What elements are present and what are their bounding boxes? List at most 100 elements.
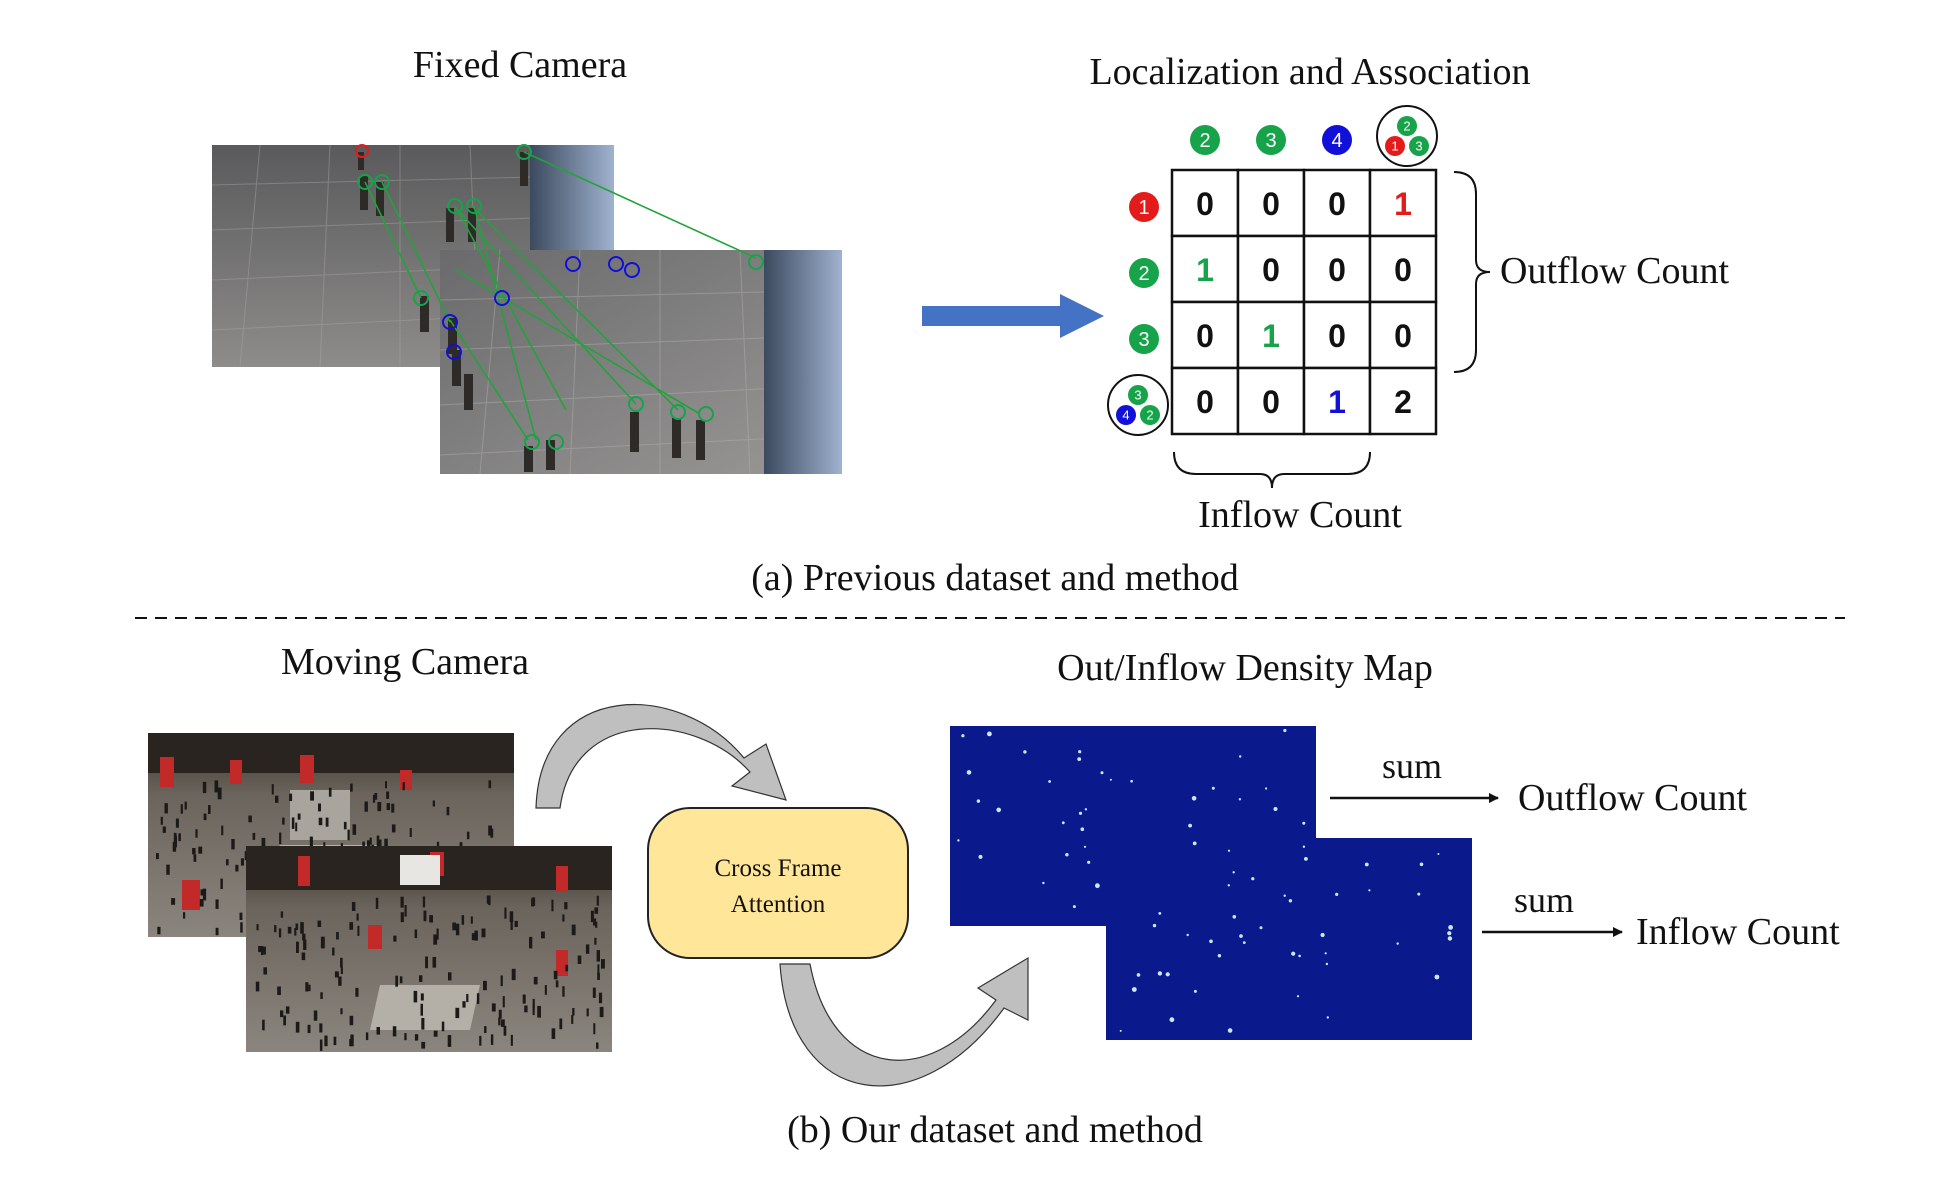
density-point: [1302, 821, 1306, 825]
density-point: [1396, 942, 1399, 945]
crowd-person: [296, 941, 299, 953]
density-point: [1095, 883, 1100, 889]
crowd-person: [214, 780, 219, 793]
matrix-cell: [1368, 168, 1438, 238]
crowd-person: [490, 1034, 494, 1045]
crowd-person: [510, 919, 513, 930]
crowd-person: [414, 929, 418, 939]
crowd-person: [310, 791, 314, 801]
crowd-person: [585, 944, 590, 954]
matrix-cell: [1302, 168, 1372, 238]
crowd-person: [271, 784, 274, 795]
crowd-person: [365, 1032, 369, 1041]
moving-camera-title: Moving Camera: [281, 641, 529, 683]
crowd-person: [350, 783, 353, 792]
crowd-person: [279, 832, 282, 845]
crowd-person: [479, 1035, 482, 1046]
crowd-person: [255, 981, 260, 992]
crowd-person: [572, 1008, 575, 1016]
density-point: [1239, 934, 1243, 938]
density-point: [1368, 889, 1371, 892]
crowd-person: [598, 992, 603, 1004]
crowd-person: [356, 913, 359, 921]
crowd-person: [592, 987, 596, 998]
matrix-cell-value: 0: [1196, 384, 1214, 420]
density-point: [1283, 728, 1287, 733]
density-point: [1083, 845, 1087, 848]
matrix-cell-value: 1: [1328, 384, 1346, 420]
crowd-person: [291, 817, 295, 829]
crowd-person: [393, 935, 397, 942]
crowd-person: [320, 992, 323, 999]
crowd-person: [164, 803, 168, 814]
matrix-inflow-label: Inflow Count: [1198, 494, 1402, 536]
density-point: [1188, 823, 1192, 828]
crowd-person: [208, 805, 211, 814]
crowd-person: [436, 928, 439, 940]
crowd-person: [319, 1023, 323, 1033]
crowd-person: [474, 930, 478, 941]
crowd-person: [599, 1006, 604, 1018]
crowd-person: [195, 829, 198, 838]
id-badge-icon: [1190, 125, 1220, 155]
id-badge-icon: [1140, 405, 1160, 425]
crowd-person: [441, 1021, 445, 1032]
crowd-person: [340, 967, 343, 975]
density-point: [1304, 857, 1308, 861]
crowd-person: [280, 1010, 284, 1018]
crowd-person: [215, 899, 219, 909]
crowd-person: [421, 1041, 426, 1049]
density-point: [1447, 936, 1453, 941]
crowd-person: [203, 813, 207, 821]
density-point: [1242, 941, 1246, 944]
crowd-person: [193, 854, 197, 862]
crowd-person: [319, 1039, 323, 1051]
crowd-person: [217, 787, 222, 800]
crowd-person: [261, 837, 266, 848]
crowd-person: [420, 993, 424, 1001]
crowd-person: [391, 824, 396, 833]
curved-arrow-top-icon: [535, 704, 787, 809]
crowd-person: [586, 1008, 589, 1017]
crowd-person: [173, 832, 177, 845]
matrix-cell: [1236, 300, 1306, 370]
crowd-person: [260, 946, 264, 956]
crowd-person: [531, 897, 536, 906]
density-point: [1080, 827, 1085, 831]
density-point: [1238, 798, 1242, 801]
id-badge-icon: [1129, 258, 1159, 288]
matrix-cell: [1368, 300, 1438, 370]
id-badge-label: 3: [1134, 388, 1141, 403]
top-caption: (a) Previous dataset and method: [751, 557, 1239, 599]
localization-association-title: Localization and Association: [1089, 51, 1530, 93]
crowd-person: [220, 878, 223, 889]
matrix-outflow-label: Outflow Count: [1500, 250, 1730, 292]
matrix-cell-value: 0: [1262, 384, 1280, 420]
density-point: [1320, 932, 1325, 938]
density-point: [976, 799, 981, 803]
crowd-person: [500, 1019, 505, 1027]
matrix-cell-value: 0: [1262, 186, 1280, 222]
crowd-person: [215, 927, 219, 936]
density-point: [1283, 894, 1286, 897]
crowd-person: [593, 918, 597, 926]
crowd-person: [565, 964, 569, 972]
density-point: [1298, 954, 1301, 958]
crowd-person: [384, 838, 388, 850]
crowd-person: [294, 928, 297, 936]
crowd-person: [349, 922, 354, 930]
density-point: [996, 807, 1001, 813]
crowd-person: [357, 925, 360, 936]
density-point: [1209, 939, 1213, 944]
crowd-person: [320, 936, 325, 949]
crowd-person: [476, 993, 480, 1004]
density-point: [1191, 796, 1197, 801]
density-point: [1130, 779, 1133, 783]
crowd-person: [577, 955, 582, 964]
crowd-person: [596, 895, 599, 906]
crowd-person: [340, 1008, 343, 1015]
id-badge-label: 2: [1403, 119, 1410, 134]
crowd-person: [308, 984, 311, 992]
crowd-person: [466, 831, 470, 840]
